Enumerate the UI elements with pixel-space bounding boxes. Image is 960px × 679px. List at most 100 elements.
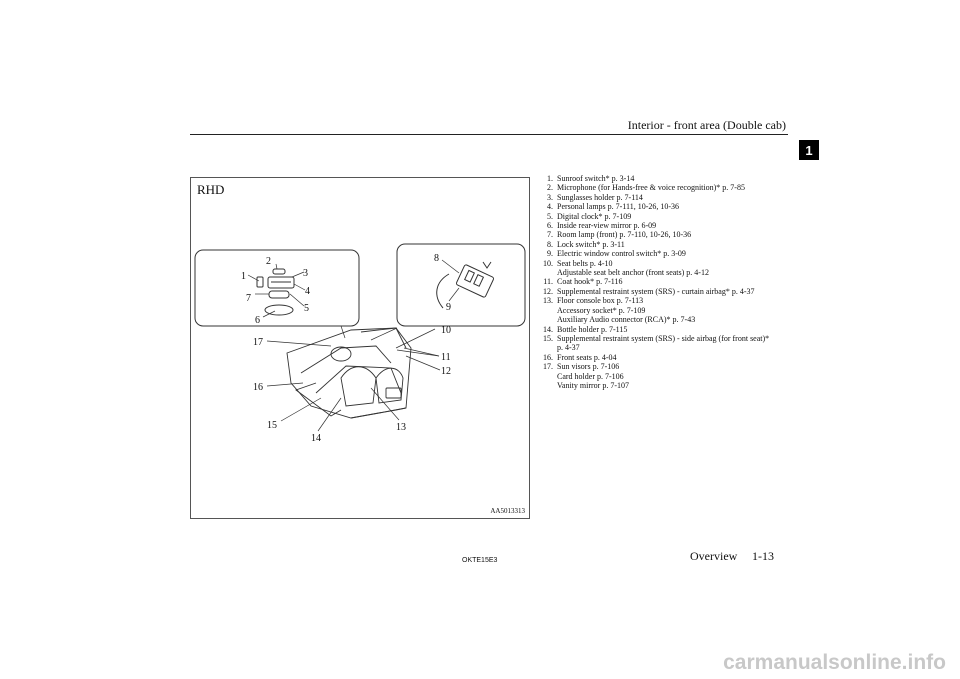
figure-title: RHD — [197, 182, 225, 197]
list-item-body: Electric window control switch* p. 3-09 — [553, 249, 686, 258]
list-item-text: Supplemental restraint system (SRS) - si… — [557, 333, 770, 343]
list-item: 14. Bottle holder p. 7-115 — [536, 325, 796, 334]
overhead-console-inset — [194, 249, 360, 327]
list-item-body: Room lamp (front) p. 7-110, 10-26, 10-36 — [553, 230, 691, 239]
vehicle-interior-icon — [286, 327, 412, 419]
callout-1: 1 — [241, 271, 246, 282]
callout-3: 3 — [303, 268, 308, 279]
room-lamp-icon — [268, 290, 290, 299]
callout-16: 16 — [253, 382, 263, 393]
list-item-number: 6. — [547, 221, 553, 231]
list-item-text: Inside rear-view mirror p. 6-09 — [557, 221, 657, 231]
list-item: 2. Microphone (for Hands-free & voice rec… — [536, 183, 796, 192]
list-item: 5. Digital clock* p. 7-109 — [536, 212, 796, 221]
list-item-text: Sun visors p. 7-106 — [557, 362, 620, 372]
list-item-text: Bottle holder p. 7-115 — [557, 324, 628, 334]
list-item-body: Lock switch* p. 3-11 — [553, 240, 625, 249]
list-item-body: Supplemental restraint system (SRS) - cu… — [553, 287, 755, 296]
callout-15: 15 — [267, 420, 277, 431]
footer-section: Overview — [690, 549, 738, 563]
list-item: 3. Sunglasses holder p. 7-114 — [536, 193, 796, 202]
list-item-text: Sunroof switch* p. 3-14 — [557, 174, 635, 183]
list-item: 7. Room lamp (front) p. 7-110, 10-26, 10-… — [536, 230, 796, 239]
component-list: 1. Sunroof switch* p. 3-14 2. Microphone (f… — [536, 174, 796, 390]
list-item-subtext: Card holder p. 7-106 — [557, 371, 624, 381]
callout-5: 5 — [304, 303, 309, 314]
header-rule — [190, 134, 788, 135]
callout-13: 13 — [396, 422, 406, 433]
list-item-number: 5. — [547, 211, 553, 221]
list-item-text: Sunglasses holder p. 7-114 — [557, 192, 643, 202]
list-item-text: Supplemental restraint system (SRS) - cu… — [557, 286, 755, 296]
list-item-subtext: Vanity mirror p. 7-107 — [557, 380, 629, 390]
list-item: 1. Sunroof switch* p. 3-14 — [536, 174, 796, 183]
list-item-number: 12. — [543, 286, 553, 296]
callout-17: 17 — [253, 337, 263, 348]
interior-illustration: 1 2 3 4 5 6 7 8 9 10 11 12 13 14 15 16 1… — [194, 243, 526, 444]
list-item-subtext: Adjustable seat belt anchor (front seats… — [557, 268, 709, 278]
door-panel-icon — [436, 273, 450, 309]
inside-mirror-icon — [264, 304, 294, 316]
list-item: 6. Inside rear-view mirror p. 6-09 — [536, 221, 796, 230]
list-item-number: 1. — [547, 174, 553, 183]
list-item-number: 3. — [547, 192, 553, 202]
page-number: 1-13 — [752, 549, 774, 563]
callout-9: 9 — [446, 302, 451, 313]
watermark: carmanualsonline.info — [723, 651, 946, 674]
list-item-number: 10. — [543, 258, 553, 268]
callout-11: 11 — [441, 352, 451, 363]
list-item-body: Inside rear-view mirror p. 6-09 — [553, 221, 656, 230]
list-item-number: 4. — [547, 202, 553, 212]
chapter-tab[interactable]: 1 — [799, 140, 819, 160]
list-item: 12. Supplemental restraint system (SRS) -… — [536, 287, 796, 296]
list-item-number: 2. — [547, 183, 553, 193]
list-item-number: 9. — [547, 249, 553, 259]
list-item-number: 14. — [543, 324, 553, 334]
list-item-body: Sunroof switch* p. 3-14 — [553, 174, 634, 183]
list-item-body: Supplemental restraint system (SRS) - si… — [553, 334, 769, 353]
callout-7: 7 — [246, 293, 251, 304]
list-item: 4. Personal lamps p. 7-111, 10-26, 10-36 — [536, 202, 796, 211]
page-header-title: Interior - front area (Double cab) — [627, 118, 786, 132]
list-item-body: Front seats p. 4-04 — [553, 353, 617, 362]
list-item-text: Room lamp (front) p. 7-110, 10-26, 10-36 — [557, 230, 692, 240]
list-item-body: Microphone (for Hands-free & voice recog… — [553, 183, 745, 192]
footer-code: OKTE15E3 — [462, 557, 498, 564]
figure-code: AA5013313 — [490, 507, 525, 515]
list-item-number: 13. — [543, 296, 553, 306]
list-item-subtext: Accessory socket* p. 7-109 — [557, 305, 646, 315]
list-item-subtext: Auxiliary Audio connector (RCA)* p. 7-43 — [557, 315, 696, 325]
list-item: 9. Electric window control switch* p. 3-0… — [536, 249, 796, 258]
list-item-number: 8. — [547, 239, 553, 249]
list-item-text: Seat belts p. 4-10 — [557, 258, 613, 268]
sunroof-switch-icon — [256, 276, 264, 288]
list-item-text: Microphone (for Hands-free & voice recog… — [557, 183, 745, 193]
list-item-body: Coat hook* p. 7-116 — [553, 277, 622, 286]
callout-10: 10 — [441, 325, 451, 336]
list-item-subtext: p. 4-37 — [557, 343, 580, 353]
list-item-text: Electric window control switch* p. 3-09 — [557, 249, 686, 259]
interior-figure: 1 2 3 4 5 6 7 8 9 10 11 12 13 14 15 16 1… — [190, 177, 530, 519]
list-item-text: Digital clock* p. 7-109 — [557, 211, 632, 221]
microphone-icon — [272, 268, 286, 275]
list-item: 15. Supplemental restraint system (SRS) -… — [536, 334, 796, 353]
list-item: 8. Lock switch* p. 3-11 — [536, 240, 796, 249]
list-item-number: 16. — [543, 352, 553, 362]
list-item: 16.Front seats p. 4-04 — [536, 353, 796, 362]
list-item-text: Lock switch* p. 3-11 — [557, 239, 625, 249]
list-item-number: 7. — [547, 230, 553, 240]
door-switch-inset — [396, 243, 526, 327]
list-item-text: Coat hook* p. 7-116 — [557, 277, 623, 287]
list-item: 11.Coat hook* p. 7-116 — [536, 277, 796, 286]
list-item-body: Personal lamps p. 7-111, 10-26, 10-36 — [553, 202, 679, 211]
list-item-text: Personal lamps p. 7-111, 10-26, 10-36 — [557, 202, 680, 212]
list-item-body: Bottle holder p. 7-115 — [553, 325, 627, 334]
callout-4: 4 — [305, 286, 310, 297]
callout-2: 2 — [266, 256, 271, 267]
list-item-number: 15. — [543, 333, 553, 343]
